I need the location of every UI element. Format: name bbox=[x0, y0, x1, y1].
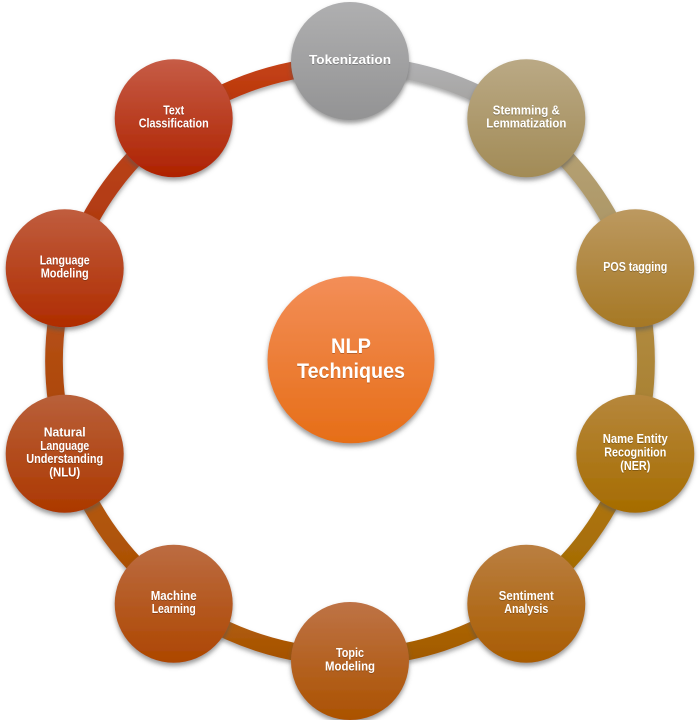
svg-text:Modeling: Modeling bbox=[325, 659, 375, 673]
svg-text:Text: Text bbox=[163, 103, 185, 117]
svg-text:Tokenization: Tokenization bbox=[309, 54, 391, 68]
svg-text:Name Entity: Name Entity bbox=[603, 432, 668, 446]
svg-text:Recognition: Recognition bbox=[604, 447, 666, 461]
svg-text:Tokenization: Tokenization bbox=[309, 53, 391, 67]
svg-text:Language: Language bbox=[40, 254, 90, 268]
svg-text:Techniques: Techniques bbox=[297, 361, 405, 384]
svg-text:Lemmatization: Lemmatization bbox=[486, 118, 566, 132]
svg-text:Analysis: Analysis bbox=[504, 603, 548, 617]
svg-text:(NLU): (NLU) bbox=[49, 467, 80, 481]
svg-text:Analysis: Analysis bbox=[504, 602, 548, 616]
svg-text:(NER): (NER) bbox=[620, 460, 650, 474]
svg-text:Modeling: Modeling bbox=[41, 268, 89, 282]
svg-text:Sentiment: Sentiment bbox=[499, 590, 555, 604]
svg-text:Machine: Machine bbox=[151, 590, 197, 604]
svg-text:Learning: Learning bbox=[152, 602, 196, 616]
svg-text:Name Entity: Name Entity bbox=[603, 433, 668, 447]
svg-text:Sentiment: Sentiment bbox=[499, 589, 555, 603]
svg-text:Modeling: Modeling bbox=[41, 267, 89, 281]
svg-text:Lemmatization: Lemmatization bbox=[486, 117, 566, 131]
svg-text:(NER): (NER) bbox=[620, 459, 650, 473]
svg-text:Learning: Learning bbox=[152, 603, 196, 617]
svg-text:Text: Text bbox=[163, 104, 185, 118]
svg-text:Topic: Topic bbox=[336, 647, 364, 661]
svg-text:Understanding: Understanding bbox=[26, 452, 103, 466]
svg-text:Language: Language bbox=[40, 253, 90, 267]
svg-text:Language: Language bbox=[40, 439, 89, 453]
svg-text:Modeling: Modeling bbox=[325, 660, 375, 674]
svg-text:Classification: Classification bbox=[139, 118, 209, 132]
svg-text:Stemming &: Stemming & bbox=[493, 104, 560, 118]
svg-text:(NLU): (NLU) bbox=[49, 466, 80, 480]
svg-text:Machine: Machine bbox=[151, 589, 197, 603]
svg-text:Understanding: Understanding bbox=[26, 453, 103, 467]
svg-text:NLP: NLP bbox=[331, 336, 371, 359]
svg-text:POS tagging: POS tagging bbox=[603, 261, 667, 275]
svg-text:Language: Language bbox=[40, 440, 89, 454]
svg-text:Topic: Topic bbox=[336, 646, 364, 660]
svg-text:NLP: NLP bbox=[331, 335, 371, 358]
svg-text:Natural: Natural bbox=[44, 426, 86, 440]
svg-text:Classification: Classification bbox=[139, 117, 209, 131]
svg-text:Stemming &: Stemming & bbox=[493, 103, 560, 117]
svg-text:Recognition: Recognition bbox=[604, 446, 666, 460]
svg-text:POS tagging: POS tagging bbox=[603, 260, 667, 274]
svg-text:Natural: Natural bbox=[44, 427, 86, 441]
svg-text:Techniques: Techniques bbox=[297, 360, 405, 383]
